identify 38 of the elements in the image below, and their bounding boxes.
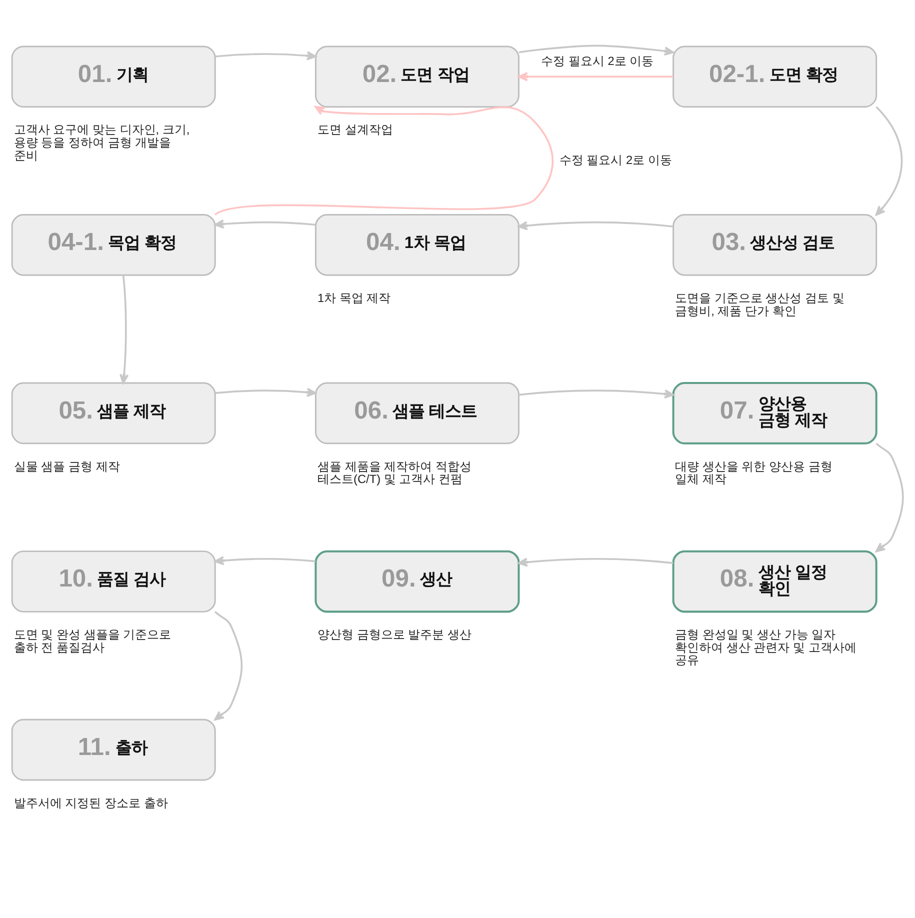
arrow — [215, 51, 316, 60]
arrow — [518, 389, 674, 399]
arrow — [120, 275, 129, 384]
node-box: 10. 품질 검사 — [11, 550, 216, 612]
node-label: 도면을 기준으로 생산성 검토 및 금형비, 제품 단가 확인 — [675, 291, 844, 318]
edge-label: 수정 필요시 2로 이동 — [541, 54, 654, 68]
node-box: 09. 생산 — [314, 550, 520, 613]
node-label: 금형 완성일 및 생산 가능 일자 확인하여 생산 관련자 및 고객사에 공유 — [675, 628, 856, 668]
node-label: 실물 샘플 금형 제작 — [14, 459, 120, 474]
node-box: 06. 샘플 테스트 — [314, 382, 520, 444]
edge-label: 수정 필요시 2로 이동 — [559, 152, 672, 167]
node-box: 02. 도면 작업 — [314, 46, 520, 108]
node-box: 11. 출하 — [11, 718, 216, 781]
node-label: 1차 목업 제작 — [318, 291, 391, 306]
arrow — [214, 611, 243, 721]
arrow — [518, 44, 674, 56]
node-box: 02-1. 도면 확정 — [672, 46, 878, 108]
arrow — [214, 556, 316, 566]
node-label: 대량 생산을 위한 양산용 금형 일체 제작 — [675, 459, 832, 486]
node-box: 01. 기획 — [11, 46, 216, 108]
arrow — [875, 106, 903, 216]
node-label: 양산형 금형으로 발주분 생산 — [318, 628, 472, 642]
arrow — [518, 558, 674, 567]
arrow — [518, 221, 674, 230]
node-box: 05. 샘플 제작 — [11, 382, 216, 444]
arrow — [518, 72, 674, 82]
node-box: 04-1. 목업 확정 — [11, 214, 216, 276]
arrow — [214, 219, 316, 229]
node-label: 발주서에 지정된 장소로 출하 — [14, 796, 168, 810]
arrow — [875, 442, 904, 552]
node-label: 샘플 제품을 제작하여 적합성 테스트(C/T) 및 고객사 컨펌 — [318, 459, 472, 486]
node-label: 도면 및 완성 샘플을 기준으로 출하 전 품질검사 — [14, 628, 172, 654]
arrow — [215, 388, 316, 397]
arrow — [214, 106, 554, 216]
node-label: 고객사 요구에 맞는 디자인, 크기, 용량 등을 정하여 금형 개발을 준비 — [14, 122, 190, 162]
node-label: 도면 설계작업 — [318, 122, 393, 137]
node-box: 03. 생산성 검토 — [672, 214, 878, 276]
node-box: 04. 1차 목업 — [314, 214, 520, 276]
